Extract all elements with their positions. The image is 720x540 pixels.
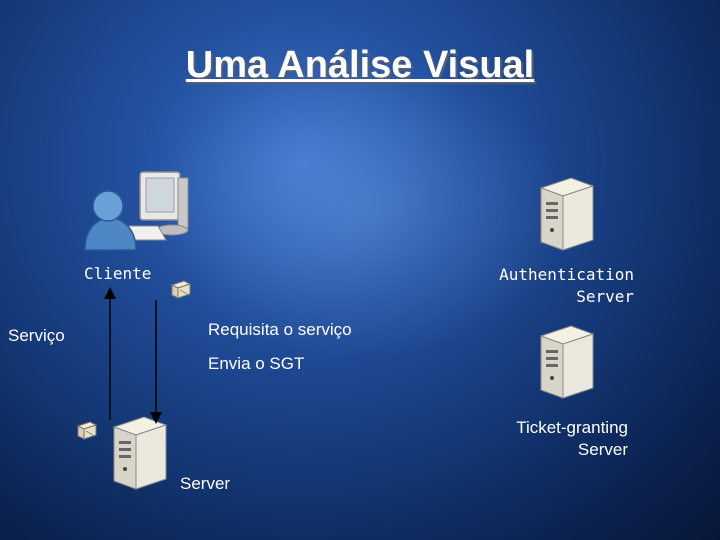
send-sgt-label: Envia o SGT	[208, 354, 305, 373]
tgs-label: Ticket-granting Server	[486, 417, 628, 461]
tgs-server-icon	[539, 325, 595, 399]
user-computer-icon	[84, 171, 189, 251]
tgs-label-line1: Ticket-granting	[516, 418, 628, 437]
slide-title: Uma Análise Visual	[185, 44, 535, 86]
ticket-icon	[170, 280, 192, 299]
service-label: Serviço	[8, 326, 65, 345]
client-label: Cliente	[84, 264, 152, 283]
auth-server-label-line1: Authentication	[499, 265, 634, 284]
auth-server-label-line2: Server	[576, 287, 634, 306]
request-service-label: Requisita o serviço	[208, 320, 352, 339]
server-label: Server	[180, 474, 231, 493]
auth-server-icon	[539, 177, 595, 251]
ticket-icon	[76, 421, 98, 440]
tgs-label-line2: Server	[577, 440, 628, 459]
auth-server-label: Authentication Server	[496, 264, 634, 308]
